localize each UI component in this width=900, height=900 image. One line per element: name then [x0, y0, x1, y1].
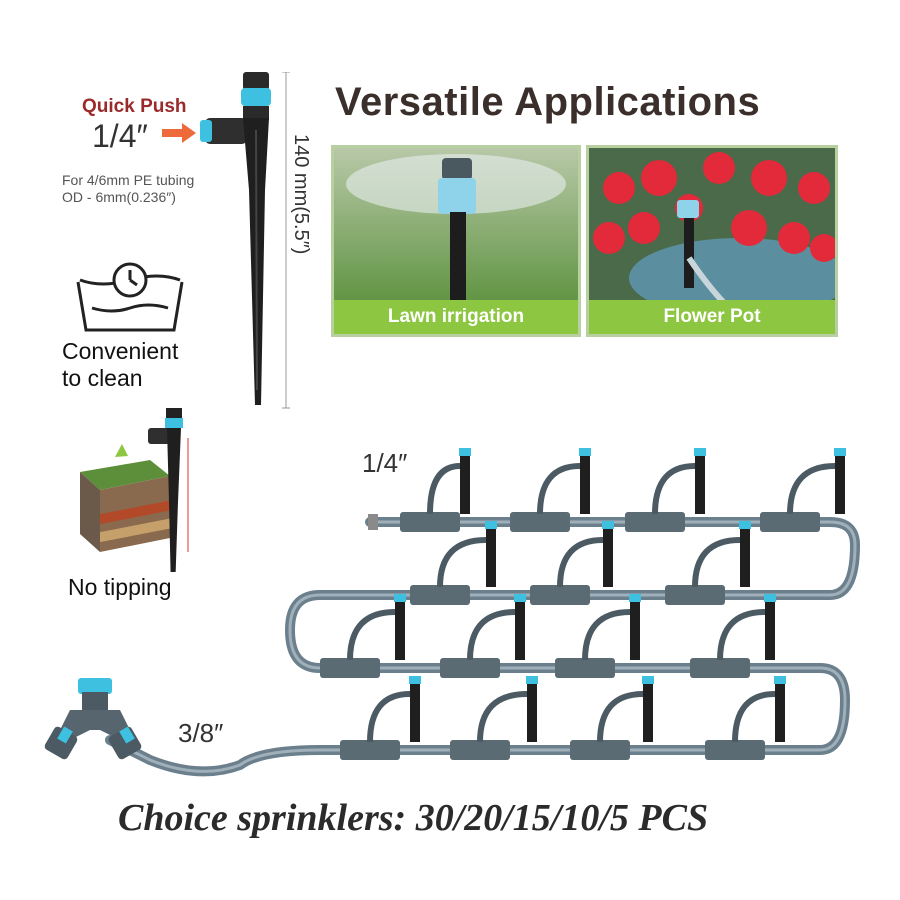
feature-clean-line1: Convenient: [62, 338, 179, 364]
dimension-label: 140 mm(5.5″): [290, 134, 312, 255]
application-label-lawn: Lawn irrigation: [334, 300, 578, 334]
tubing-spec: For 4/6mm PE tubing OD - 6mm(0.236″): [62, 172, 194, 206]
sprinkler-heads: [347, 448, 846, 743]
arrow-right-icon: [162, 123, 196, 143]
tubing-spec-line2: OD - 6mm(0.236″): [62, 189, 176, 205]
three-eighths-label: 3/8″: [178, 718, 224, 748]
application-label-flower-pot: Flower Pot: [589, 300, 835, 334]
soil-stake-illustration: [80, 408, 189, 572]
choice-sprinklers-text: Choice sprinklers: 30/20/15/10/5 PCS: [118, 797, 709, 839]
applications-heading: Versatile Applications: [335, 80, 761, 124]
quick-push-size: 1/4″: [92, 118, 148, 154]
lawn-irrigation-photo: Lawn irrigation: [331, 145, 581, 337]
tubing-spec-line1: For 4/6mm PE tubing: [62, 172, 195, 188]
feature-clean: Convenient to clean: [62, 338, 178, 392]
feature-no-tipping: No tipping: [68, 574, 172, 600]
y-connector: [44, 678, 142, 760]
washing-basin-icon: [76, 262, 184, 332]
quarter-inch-label: 1/4″: [362, 448, 408, 478]
sprinkler-kit-diagram: [44, 448, 861, 777]
flower-pot-photo: Flower Pot: [586, 145, 838, 337]
sprinkler-stake-illustration: [200, 72, 271, 405]
feature-clean-line2: to clean: [62, 365, 143, 391]
quick-push-title: Quick Push: [82, 96, 187, 117]
dimension-line: [282, 72, 290, 409]
